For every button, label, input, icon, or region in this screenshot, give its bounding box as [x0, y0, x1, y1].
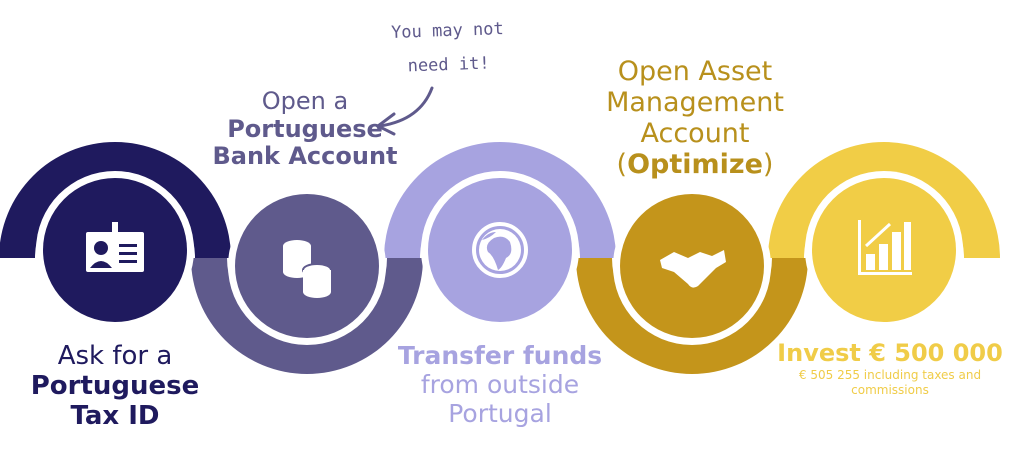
- step3-line3: Portugal: [448, 398, 552, 428]
- step5-label: Invest € 500 000 € 505 255 including tax…: [770, 339, 1010, 399]
- coins-icon: [283, 240, 332, 298]
- note-line2: need it!: [407, 53, 490, 77]
- step5-arc: [768, 142, 1000, 258]
- step1-line3: Tax ID: [70, 400, 160, 431]
- note-arrow: [378, 86, 434, 128]
- step3-label: Transfer funds from outside Portugal: [395, 341, 605, 428]
- step2-line1: Open a: [261, 87, 349, 115]
- step1-line1: Ask for a: [57, 341, 173, 371]
- step4-arc: [576, 258, 808, 374]
- growth-chart-icon: [858, 220, 912, 275]
- step2-label: Open a Portuguese Bank Account: [210, 87, 400, 171]
- step4-line3: Account: [640, 118, 750, 150]
- step5-bold: Invest € 500 000: [777, 339, 1003, 367]
- globe-icon: [472, 222, 528, 278]
- step4-line2: Management: [606, 87, 784, 119]
- handwritten-note: You may not need it!: [367, 11, 529, 85]
- note-line1: You may not: [390, 19, 505, 43]
- handshake-icon: [660, 250, 726, 288]
- step1-arc: [0, 142, 231, 258]
- step2-bold: Portuguese: [227, 114, 383, 143]
- note-arrowhead: [376, 112, 396, 136]
- step1-bold: Portuguese: [30, 370, 200, 401]
- id-card-icon: [86, 222, 144, 272]
- step3-arc: [384, 142, 616, 258]
- step5-detail: € 505 255 including taxes and commission…: [798, 367, 982, 398]
- step3-bold: Transfer funds: [397, 341, 603, 370]
- step1-label: Ask for a Portuguese Tax ID: [20, 341, 210, 432]
- step4-label: Open Asset Management Account (Optimize): [590, 56, 800, 180]
- step2-arc: [191, 258, 423, 374]
- step4-optimize: (Optimize): [616, 149, 774, 181]
- step3-line2: from outside: [420, 369, 580, 399]
- step4-line1: Open Asset: [617, 56, 773, 87]
- step2-line3: Bank Account: [212, 142, 398, 171]
